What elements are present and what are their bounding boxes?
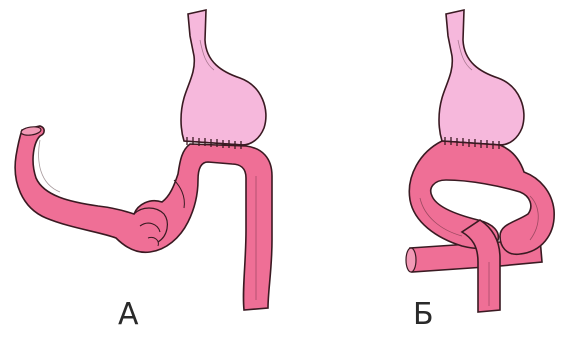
stomach-a	[181, 10, 266, 145]
panel-b-illustration	[406, 10, 554, 312]
panel-label-a: А	[118, 300, 139, 330]
stomach-b	[439, 10, 524, 145]
intestine-a	[15, 126, 272, 310]
panel-label-b: Б	[413, 300, 434, 330]
panel-a-illustration	[15, 10, 272, 310]
